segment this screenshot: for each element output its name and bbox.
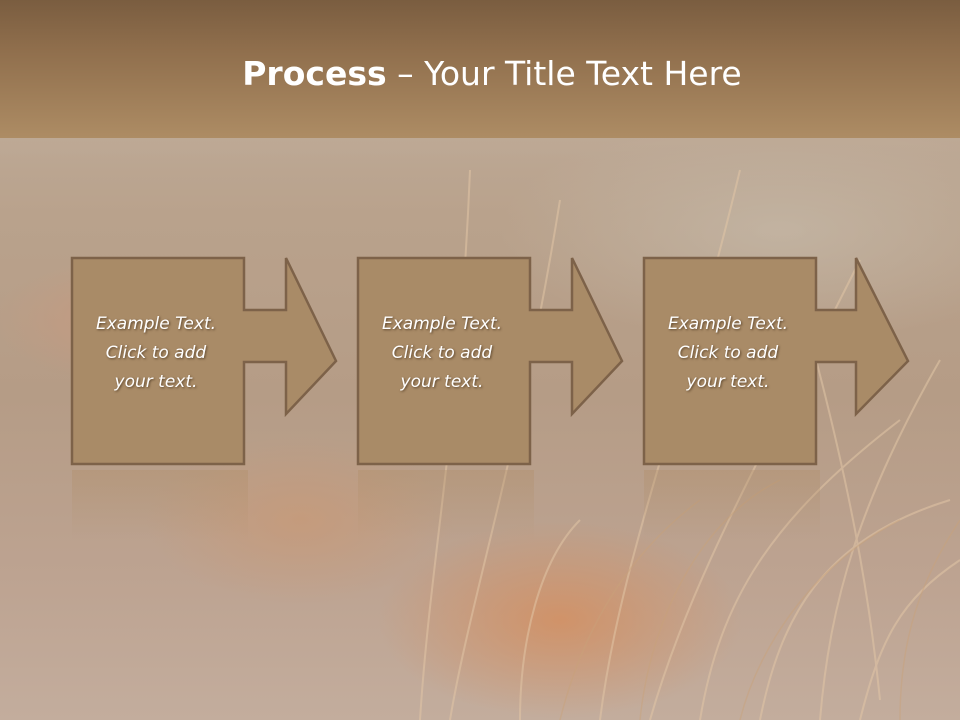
step-3-reflection [644, 470, 820, 540]
title-rest-text: – Your Title Text Here [386, 54, 742, 93]
title-bold-text: Process [242, 54, 387, 93]
slide-title[interactable]: Process – Your Title Text Here [0, 52, 960, 96]
title-bar-fade [0, 138, 960, 162]
step-text-line-2: Click to add [105, 343, 207, 363]
step-text-line-1: Example Text. [667, 314, 789, 334]
step-1-reflection [72, 470, 248, 540]
process-step-1[interactable]: Example Text. Click to add your text. [70, 256, 410, 468]
arrow-box-shape [356, 256, 624, 466]
process-step-3[interactable]: Example Text. Click to add your text. [642, 256, 960, 468]
arrow-box-shape [642, 256, 910, 466]
step-shape [356, 256, 624, 466]
step-2-reflection [358, 470, 534, 540]
step-text-line-3: your text. [114, 372, 198, 392]
step-text-line-3: your text. [686, 372, 770, 392]
step-text[interactable]: Example Text. Click to add your text. [70, 310, 242, 397]
step-shape [70, 256, 338, 466]
step-text-line-2: Click to add [391, 343, 493, 363]
step-text[interactable]: Example Text. Click to add your text. [642, 310, 814, 397]
step-text-line-1: Example Text. [95, 314, 217, 334]
step-text[interactable]: Example Text. Click to add your text. [356, 310, 528, 397]
step-text-line-3: your text. [400, 372, 484, 392]
step-text-line-2: Click to add [677, 343, 779, 363]
title-bar [0, 0, 960, 138]
step-shape [642, 256, 910, 466]
process-step-2[interactable]: Example Text. Click to add your text. [356, 256, 696, 468]
step-text-line-1: Example Text. [381, 314, 503, 334]
arrow-box-shape [70, 256, 338, 466]
